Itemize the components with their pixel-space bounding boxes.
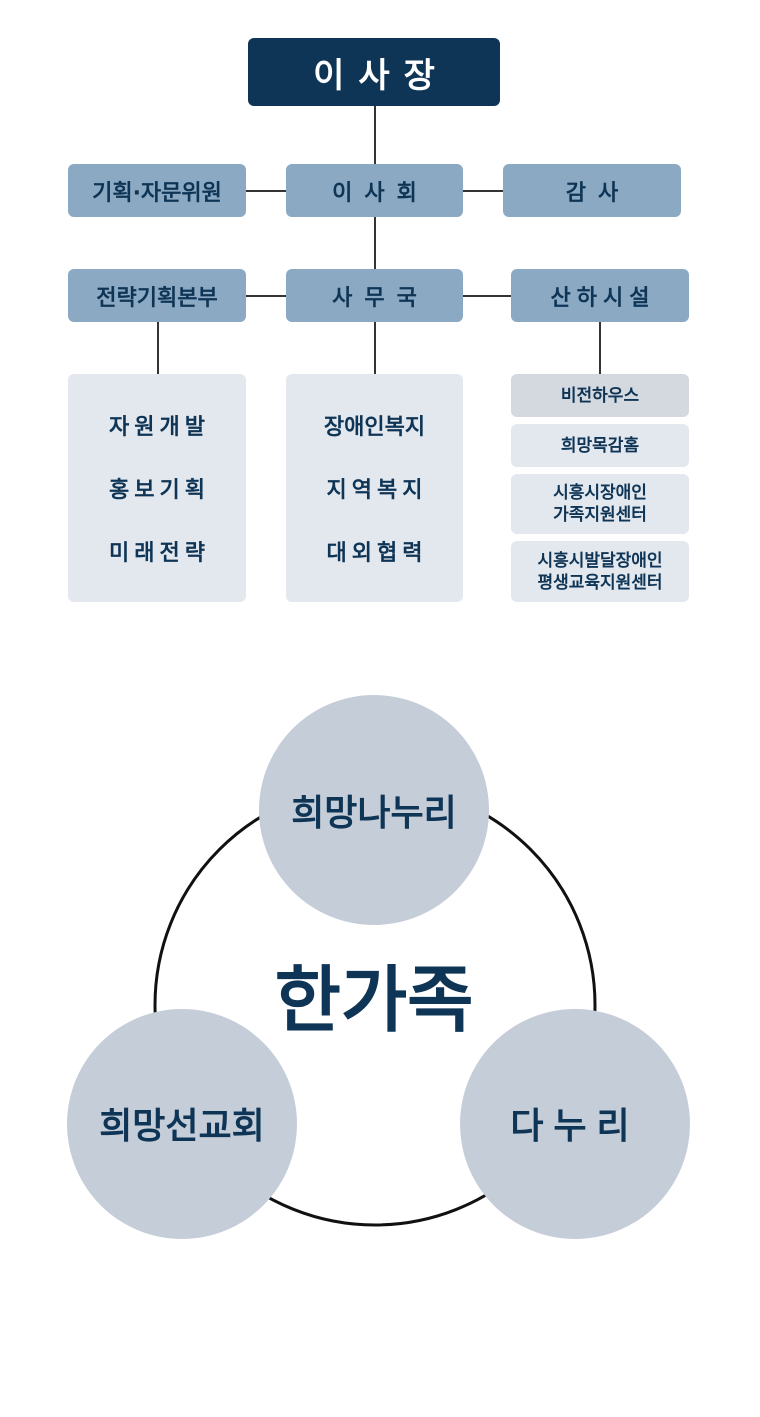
right-circle-label: 다누리 (510, 1106, 639, 1147)
left-circle (67, 1009, 297, 1239)
list-item: 대외협력 (326, 541, 428, 566)
facility-name-line1: 시흥시장애인 (553, 483, 647, 503)
strategy-tasks-panel: 자원개발 홍보기획 미래전략 (68, 374, 246, 602)
connector-top-to-board (374, 106, 376, 164)
list-item: 미래전략 (109, 541, 210, 566)
right-circle (460, 1009, 690, 1239)
secretariat-box: 사무국 (286, 269, 463, 322)
facility-name: 비전하우스 (560, 385, 640, 406)
chairman-box: 이사장 (248, 38, 500, 106)
connector-secretariat-to-facilities (463, 295, 511, 297)
connector-board-to-audit (463, 190, 503, 192)
facility-item: 희망목감홈 (511, 424, 689, 467)
facility-name-line1: 시흥시발달장애인 (537, 550, 663, 571)
affiliated-facilities-box: 산하시설 (511, 269, 689, 322)
facility-item: 시흥시장애인 가족지원센터 (511, 474, 689, 534)
family-diagram: 희망나누리 희망선교회 다누리 한가족 (67, 695, 690, 1239)
facility-name-line2: 평생교육지원센터 (537, 572, 663, 593)
facility-item: 비전하우스 (511, 374, 689, 417)
facility-name: 희망목감홈 (560, 435, 640, 456)
list-item: 장애인복지 (323, 415, 426, 440)
top-circle-label: 희망나누리 (291, 793, 457, 834)
center-label: 한가족 (275, 958, 474, 1042)
advisory-committee-box: 기획·자문위원 (68, 164, 246, 217)
strategy-division-box: 전략기획본부 (68, 269, 246, 322)
audit-box: 감사 (503, 164, 681, 217)
connector-strategy-down (157, 322, 159, 374)
connector-secretariat-down (374, 322, 376, 374)
top-circle (259, 695, 489, 925)
connector-advisory-to-board (246, 190, 286, 192)
facility-item: 시흥시발달장애인 평생교육지원센터 (511, 541, 689, 602)
list-item: 자원개발 (109, 415, 210, 440)
list-item: 지역복지 (326, 478, 428, 503)
connector-board-to-secretariat (374, 217, 376, 269)
connector-strategy-to-secretariat (246, 295, 286, 297)
list-item: 홍보기획 (109, 478, 210, 503)
facility-name-line2: 가족지원센터 (553, 505, 647, 525)
left-circle-label: 희망선교회 (99, 1106, 265, 1147)
board-box: 이사회 (286, 164, 463, 217)
connector-facilities-down (599, 322, 601, 374)
secretariat-tasks-panel: 장애인복지 지역복지 대외협력 (286, 374, 463, 602)
